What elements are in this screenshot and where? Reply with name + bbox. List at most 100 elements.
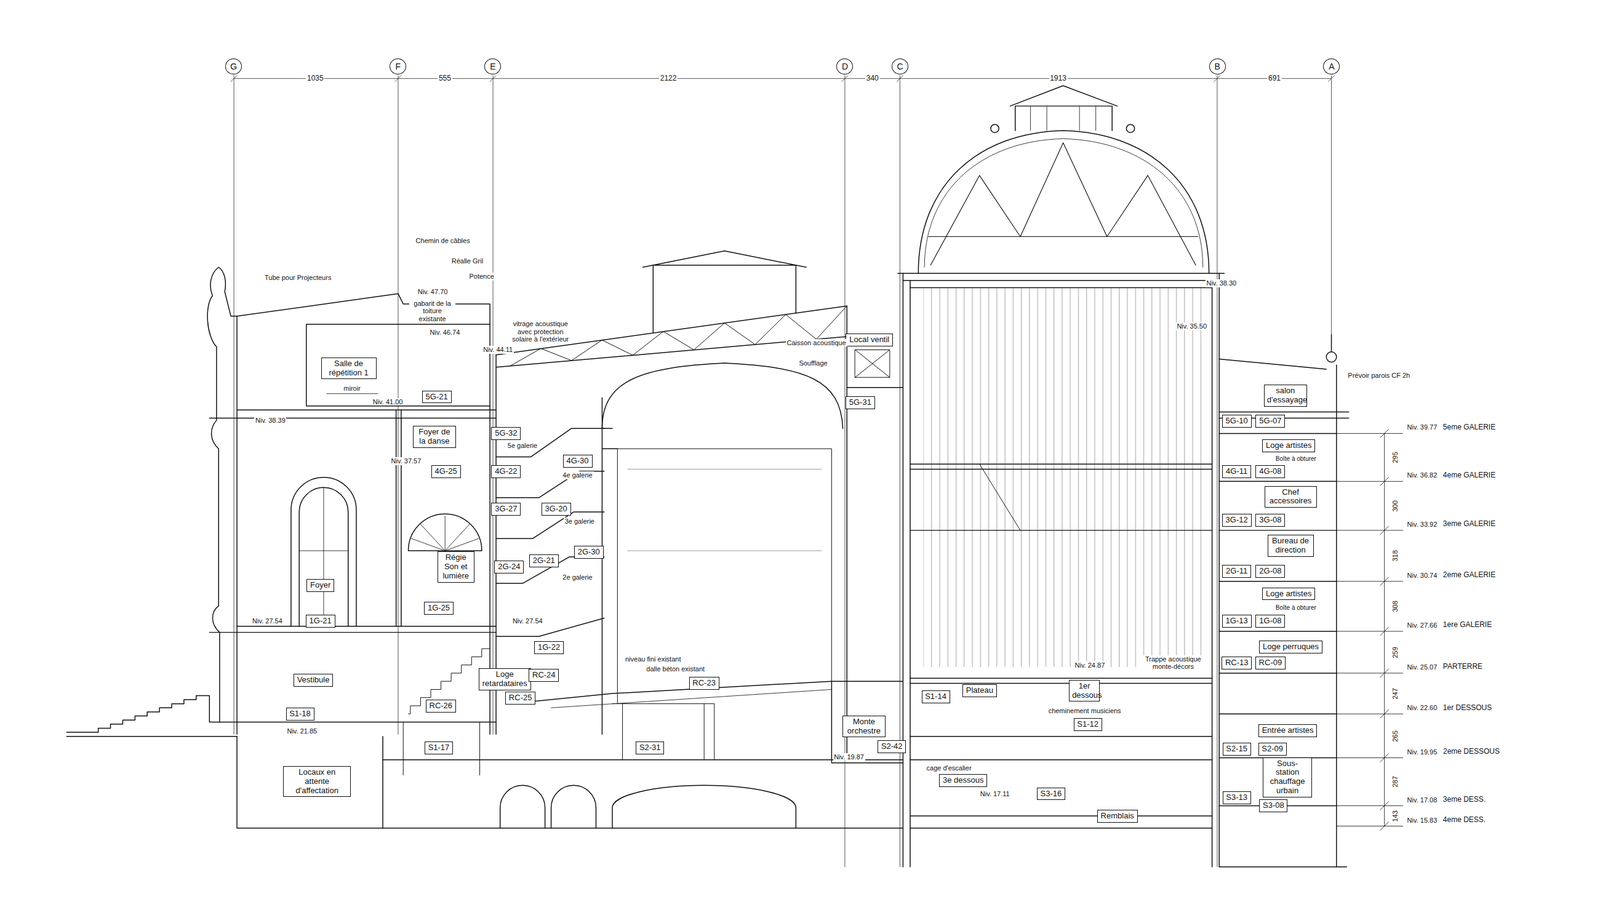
room-label-box: RC-09 (1255, 656, 1286, 670)
level-label: Niv. 25.07 (1406, 663, 1439, 672)
room-name: 5G-32 (494, 428, 518, 439)
room-name: 3G-12 (1225, 515, 1249, 525)
room-name: RC-09 (1258, 658, 1283, 668)
room-name: 1G-22 (537, 643, 561, 653)
room-name: D (841, 61, 848, 72)
room-label-box: RC-25 (505, 691, 536, 705)
room-label-box: 2G-24 (494, 560, 524, 574)
annotation: vitrage acoustique avec protection solai… (506, 320, 575, 344)
room-name: Salle de répétition 1 (324, 359, 374, 378)
grid-axis-bubble: B (1209, 58, 1226, 75)
room-label-box: 1G-21 (305, 614, 336, 628)
room-label-box: Régie Son et lumière (437, 551, 475, 583)
room-name: Sous-station chauffage urbain (1265, 759, 1309, 797)
annotation: Réalle Gril (450, 257, 485, 266)
dimension-label: 691 (1267, 74, 1282, 84)
room-name: S1-12 (1076, 720, 1100, 730)
room-label-box: Entrée artistes (1258, 724, 1317, 738)
dimension-label: 295 (1390, 450, 1399, 464)
annotation: Niv. 24.87 (1073, 661, 1106, 670)
room-label-box: S2-09 (1258, 742, 1287, 756)
room-label-box: 4G-30 (563, 454, 593, 468)
room-label-box: 5G-31 (845, 396, 876, 410)
level-label: Niv. 22.60 (1406, 704, 1439, 712)
annotation: Niv. 47.70 (416, 288, 449, 296)
level-label: Niv. 17.08 (1406, 796, 1439, 805)
room-name: Loge perruques (1262, 642, 1320, 652)
room-name: Bureau de direction (1270, 536, 1311, 556)
annotation: Niv. 17.11 (979, 790, 1011, 799)
room-name: 2G-11 (1225, 566, 1248, 576)
room-name: 4G-11 (1225, 467, 1248, 477)
room-label-box: 3G-12 (1222, 513, 1252, 527)
room-name: 2G-24 (497, 562, 521, 572)
dimension-label: 555 (437, 74, 453, 84)
annotation: Trappe acoustique monte-décors (1139, 655, 1207, 671)
annotation: Niv. 41.00 (371, 398, 404, 407)
room-name: 4G-08 (1258, 467, 1282, 477)
annotation: dalle béton existant (645, 665, 706, 674)
room-name: 2G-08 (1258, 566, 1282, 576)
room-label-box: 1G-22 (534, 641, 564, 655)
room-label-box: 4G-25 (431, 465, 461, 479)
room-name: Entrée artistes (1261, 726, 1314, 736)
level-label: 1ere GALERIE (1441, 620, 1493, 630)
annotation: cheminement musiciens (1047, 707, 1122, 716)
annotation: Soufflage (798, 359, 829, 368)
annotation: Potence (468, 272, 496, 281)
room-name: 2G-21 (532, 556, 556, 566)
annotation: Tube pour Projecteurs (263, 273, 333, 282)
room-label-box: Loge artistes (1262, 587, 1316, 601)
room-name: S1-18 (289, 709, 312, 719)
level-label: 2eme DESSOUS (1441, 747, 1501, 757)
dimension-label: 287 (1390, 775, 1399, 789)
annotation: Niv. 44.11 (482, 345, 514, 354)
dimension-label: 143 (1390, 809, 1399, 823)
room-label-box: Locaux en attente d'affectation (283, 766, 351, 798)
room-name: S3-08 (1262, 801, 1285, 811)
annotation: niveau fini existant (624, 655, 682, 664)
room-label-box: 1G-08 (1255, 614, 1285, 628)
room-name: RC-24 (531, 670, 556, 680)
grid-axis-lines (230, 75, 1335, 868)
room-name: 1G-13 (1225, 616, 1249, 626)
room-label-box: 3G-20 (541, 502, 572, 516)
room-label-box: Monte orchestre (842, 715, 886, 738)
room-label-box: 1er dessous (1068, 680, 1100, 703)
room-label-box: S1-17 (424, 741, 453, 755)
room-label-box: Loge perruques (1259, 640, 1323, 654)
room-name: Régie Son et lumière (440, 553, 472, 581)
room-name: S1-14 (924, 692, 948, 702)
annotation: Boîte à obturer (1274, 455, 1318, 463)
room-label-box: S2-31 (635, 741, 664, 755)
level-label: 4eme DESS. (1441, 816, 1487, 825)
level-label: 3eme GALERIE (1441, 520, 1497, 529)
room-label-box: Chef accessoires (1264, 486, 1317, 509)
room-label-box: 3G-27 (491, 502, 521, 516)
room-name: 2G-30 (577, 547, 601, 557)
level-label: Niv. 30.74 (1406, 571, 1439, 580)
room-name: C (896, 61, 903, 72)
room-name: Foyer de la danse (416, 427, 453, 447)
dimension-label: 1913 (1049, 74, 1068, 84)
annotation: Chemin de câbles (414, 236, 472, 245)
room-label-box: S3-08 (1259, 799, 1288, 813)
room-name: F (395, 61, 401, 72)
grid-axis-bubble: G (225, 58, 242, 75)
room-name: S2-31 (638, 743, 661, 753)
room-label-box: S1-14 (921, 690, 951, 704)
room-label-box: Plateau (962, 684, 997, 698)
room-name: 1G-08 (1258, 616, 1282, 626)
annotation: miroir (342, 384, 362, 393)
dimension-label: 318 (1390, 549, 1399, 564)
room-label-box: Loge retardataires (478, 668, 532, 691)
dimension-label: 2122 (659, 74, 678, 84)
room-name: 5G-31 (848, 398, 872, 408)
room-label-box: Foyer (306, 579, 335, 592)
annotation: 5e galerie (506, 441, 539, 450)
room-label-box: RC-24 (528, 668, 559, 682)
room-name: E (489, 61, 496, 72)
dimension-label: 308 (1390, 600, 1399, 614)
room-name: 5G-21 (425, 392, 449, 402)
